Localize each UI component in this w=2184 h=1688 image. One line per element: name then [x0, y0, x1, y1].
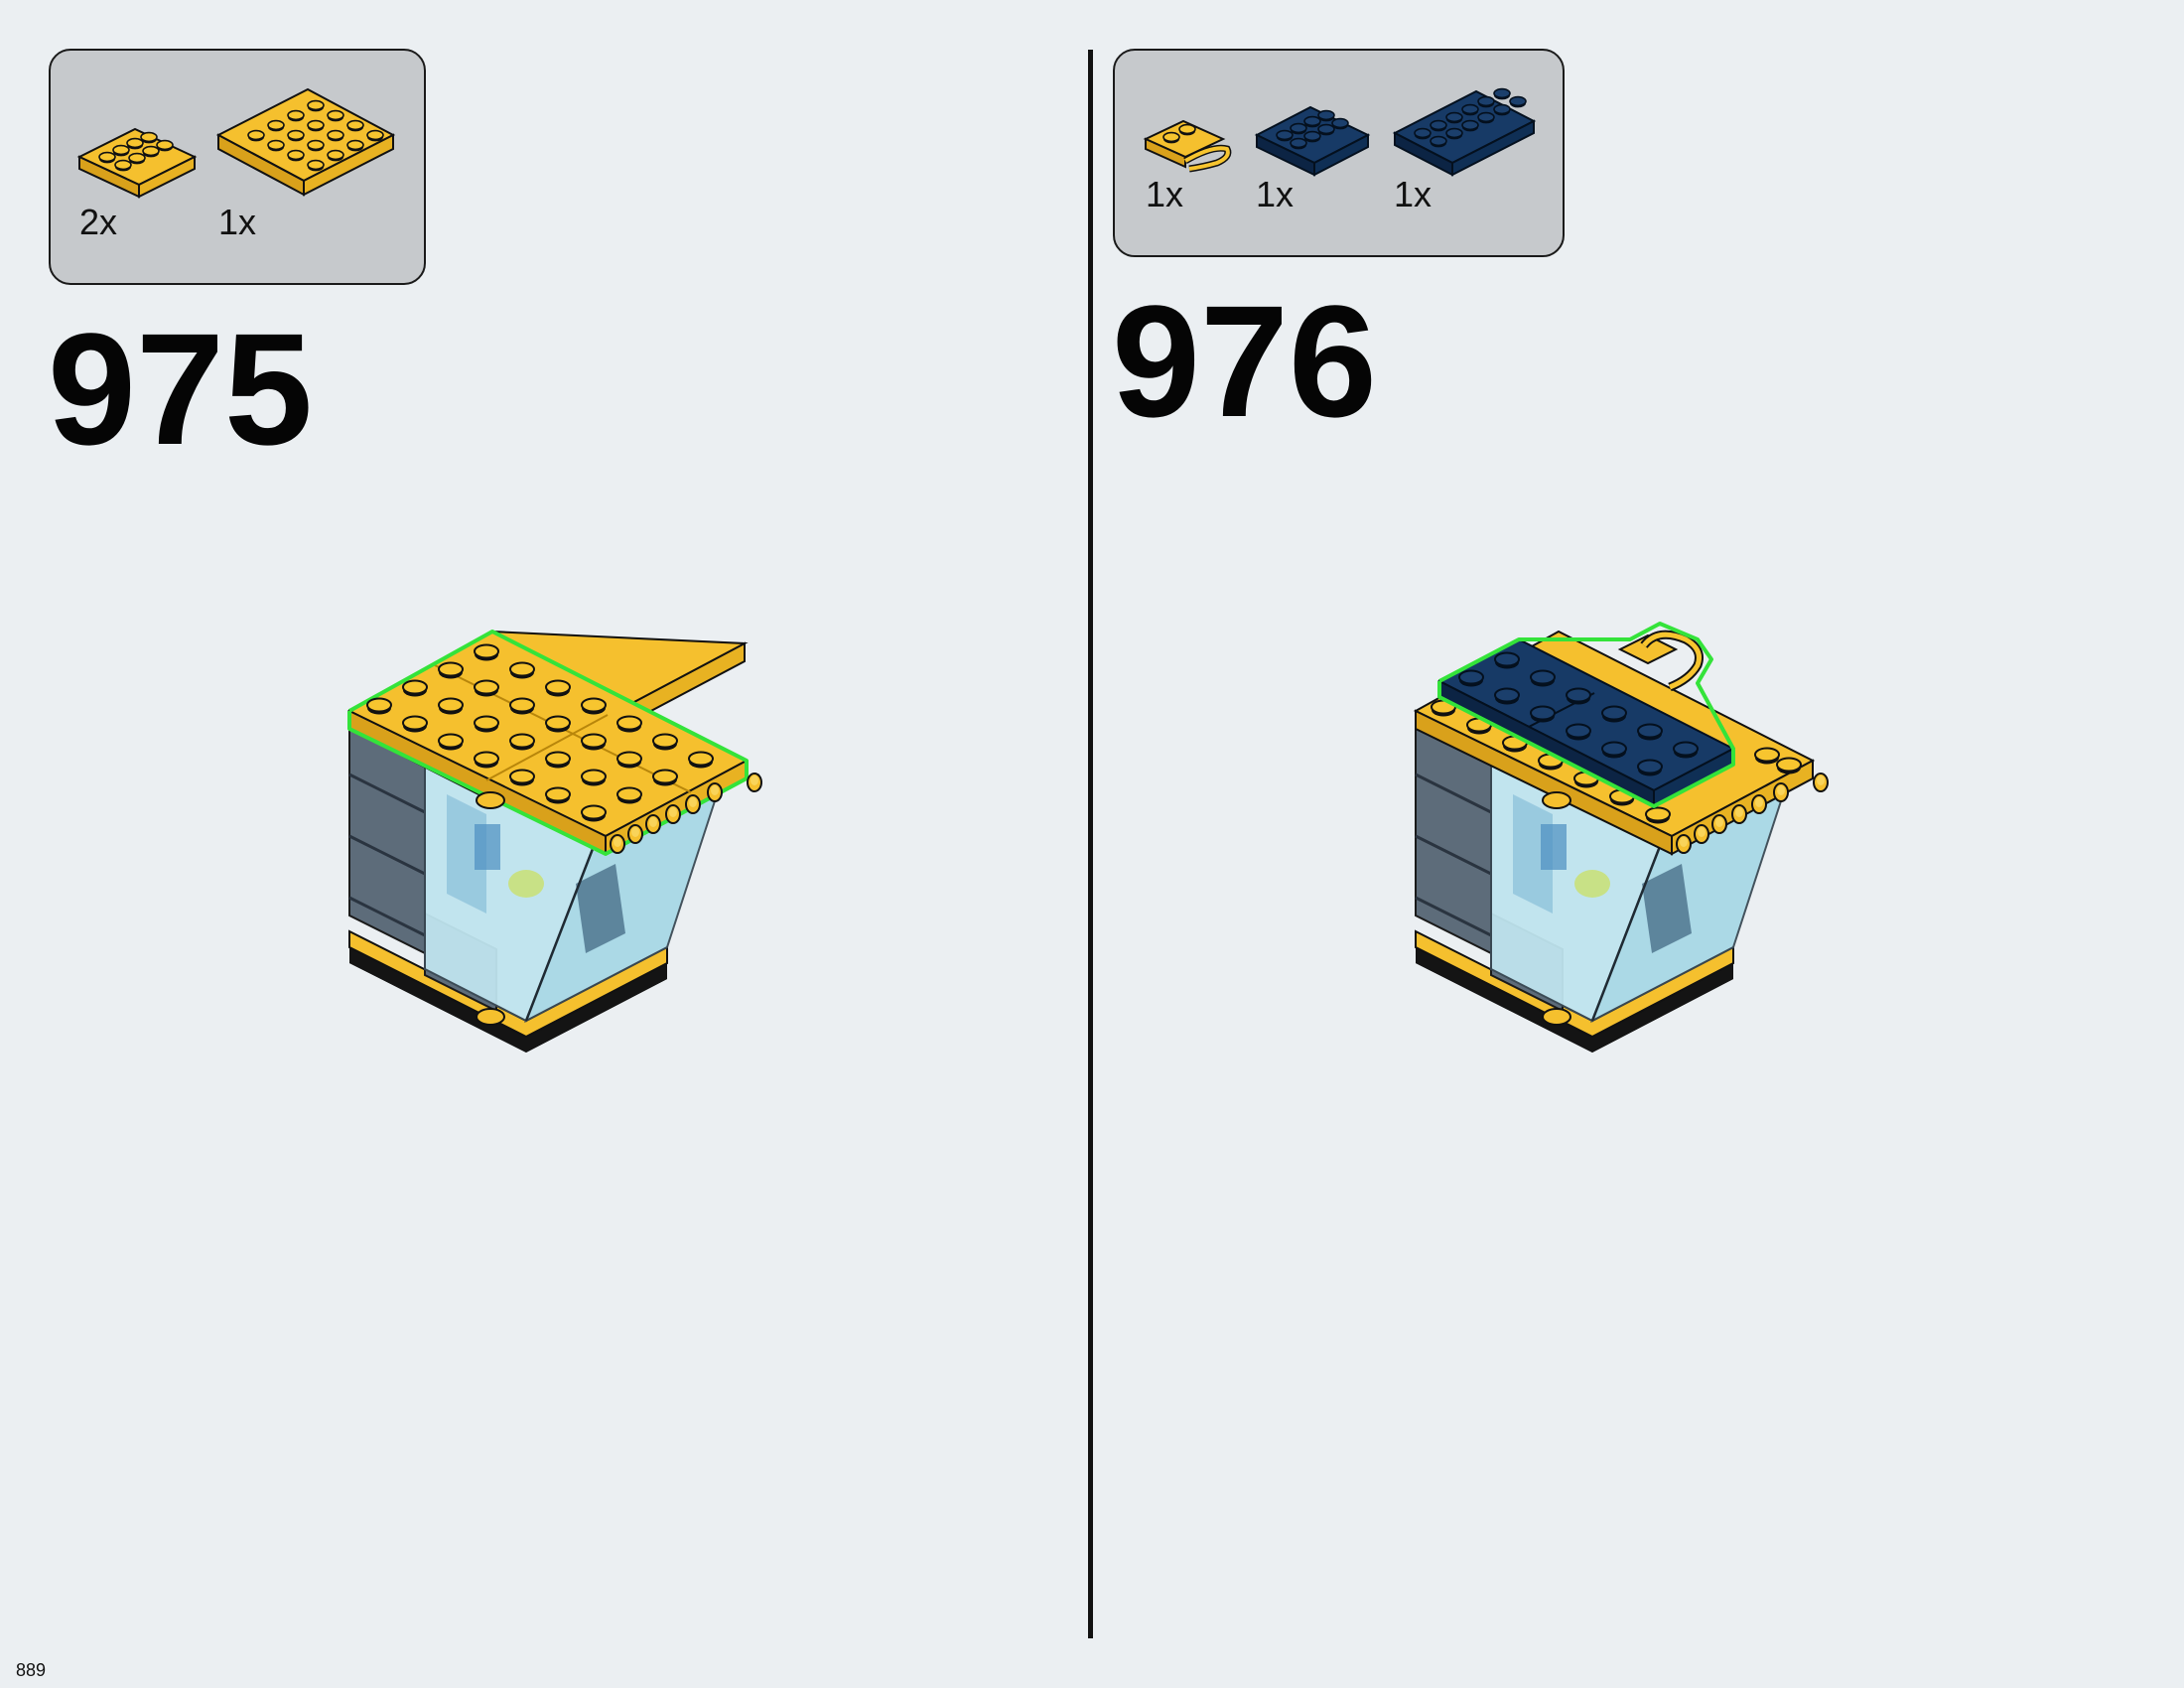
- yellow-plate-handle-icon: [1143, 119, 1232, 173]
- dark-blue-plate-2x6-icon: [1392, 87, 1537, 177]
- dark-blue-plate-2x4-icon: [1254, 105, 1371, 177]
- step-number: 976: [1112, 272, 1377, 450]
- part-quantity: 1x: [1394, 174, 1433, 214]
- yellow-plate-2x4-icon: [76, 127, 198, 199]
- model-assembly-illustration: [346, 630, 762, 1053]
- page-number: 889: [16, 1660, 47, 1680]
- part-quantity: 1x: [218, 202, 257, 242]
- part-quantity: 2x: [79, 202, 118, 242]
- yellow-plate-4x4-icon: [215, 87, 396, 197]
- model-assembly-illustration: [1413, 622, 1829, 1053]
- part-quantity: 1x: [1256, 174, 1295, 214]
- step-number: 975: [48, 300, 313, 478]
- part-quantity: 1x: [1146, 174, 1184, 214]
- step-divider: [1088, 50, 1093, 1638]
